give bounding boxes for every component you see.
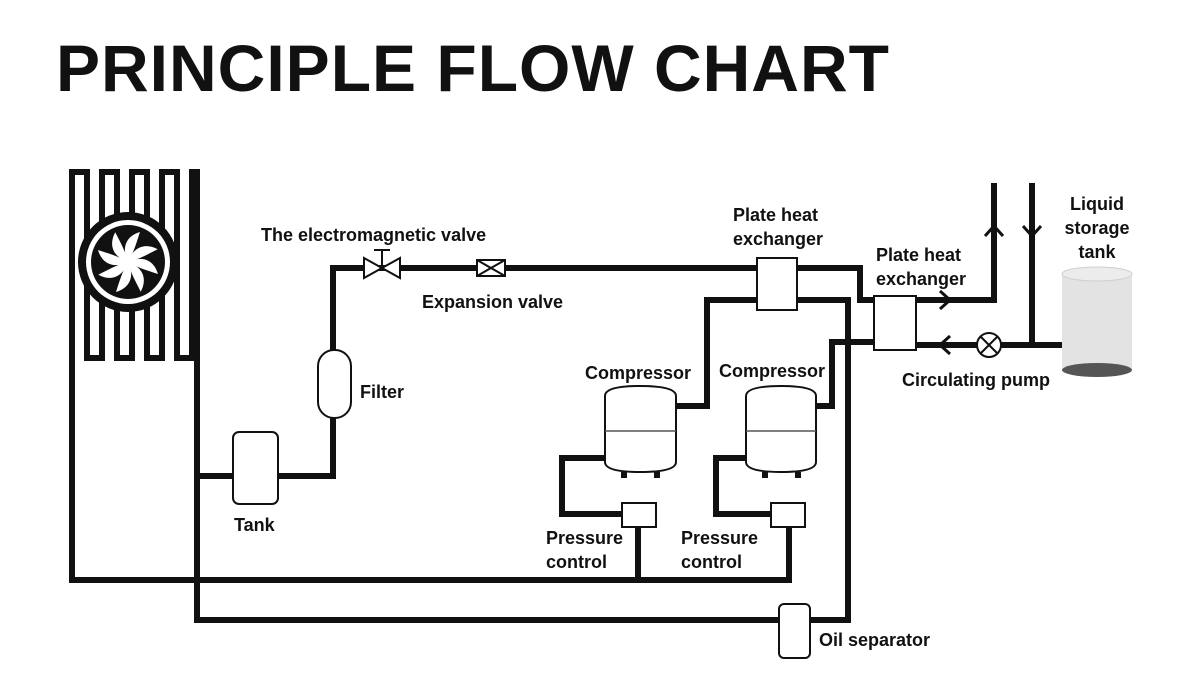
label-expansion-valve: Expansion valve xyxy=(422,292,563,312)
pressure-control-1 xyxy=(621,502,657,528)
compressor-1 xyxy=(604,384,677,478)
label-plate-hx-1-line-2: exchanger xyxy=(733,229,823,249)
pipe-compressor-1-loop xyxy=(559,455,625,517)
label-plate-hx-1-line-1: Plate heat xyxy=(733,205,818,225)
pipe-compressor-2 xyxy=(813,339,877,409)
label-compressor-1: Compressor xyxy=(585,363,691,383)
label-filter: Filter xyxy=(360,382,404,402)
arrow-right-icon xyxy=(938,289,953,311)
label-circulating-pump: Circulating pump xyxy=(902,370,1050,390)
label-liquid-storage-tank-line-3: tank xyxy=(1078,242,1116,262)
pump-icon xyxy=(976,332,1002,358)
condenser-coil xyxy=(69,169,200,623)
label-compressor-2: Compressor xyxy=(719,361,825,381)
label-liquid-storage-tank-line-1: Liquid xyxy=(1070,194,1124,214)
oil-separator xyxy=(778,603,811,659)
tank xyxy=(232,431,279,505)
pipe-tank-filter-hx xyxy=(194,265,877,479)
label-oil-separator: Oil separator xyxy=(819,630,930,650)
arrow-left-icon xyxy=(937,334,952,356)
label-pressure-control-1-line-2: control xyxy=(546,552,607,572)
pipe-return-to-coil xyxy=(69,524,792,583)
label-pressure-control-1-line-1: Pressure xyxy=(546,528,623,548)
pipe-compressor-1 xyxy=(673,297,760,409)
solenoid-valve-icon xyxy=(363,249,401,280)
expansion-valve-icon xyxy=(476,259,506,277)
arrow-down-icon xyxy=(1021,224,1043,239)
pipe-water-in xyxy=(913,183,1065,348)
label-plate-hx-2-line-2: exchanger xyxy=(876,269,966,289)
compressor-2 xyxy=(745,384,817,478)
label-pressure-control-2-line-2: control xyxy=(681,552,742,572)
plate-heat-exchanger-2 xyxy=(873,295,917,351)
filter xyxy=(317,349,352,419)
plate-heat-exchanger-1 xyxy=(756,257,798,311)
pipe-oil-separator xyxy=(194,297,851,623)
label-plate-hx-2-line-1: Plate heat xyxy=(876,245,961,265)
pipe-compressor-2-loop xyxy=(713,455,774,517)
label-pressure-control-2-line-1: Pressure xyxy=(681,528,758,548)
fan-icon xyxy=(78,212,178,312)
label-electromagnetic-valve: The electromagnetic valve xyxy=(261,225,486,245)
pressure-control-2 xyxy=(770,502,806,528)
arrow-up-icon xyxy=(983,223,1005,238)
label-tank: Tank xyxy=(234,515,276,535)
liquid-storage-tank xyxy=(1061,266,1133,377)
label-liquid-storage-tank-line-2: storage xyxy=(1064,218,1129,238)
page-title: PRINCIPLE FLOW CHART xyxy=(56,31,890,105)
